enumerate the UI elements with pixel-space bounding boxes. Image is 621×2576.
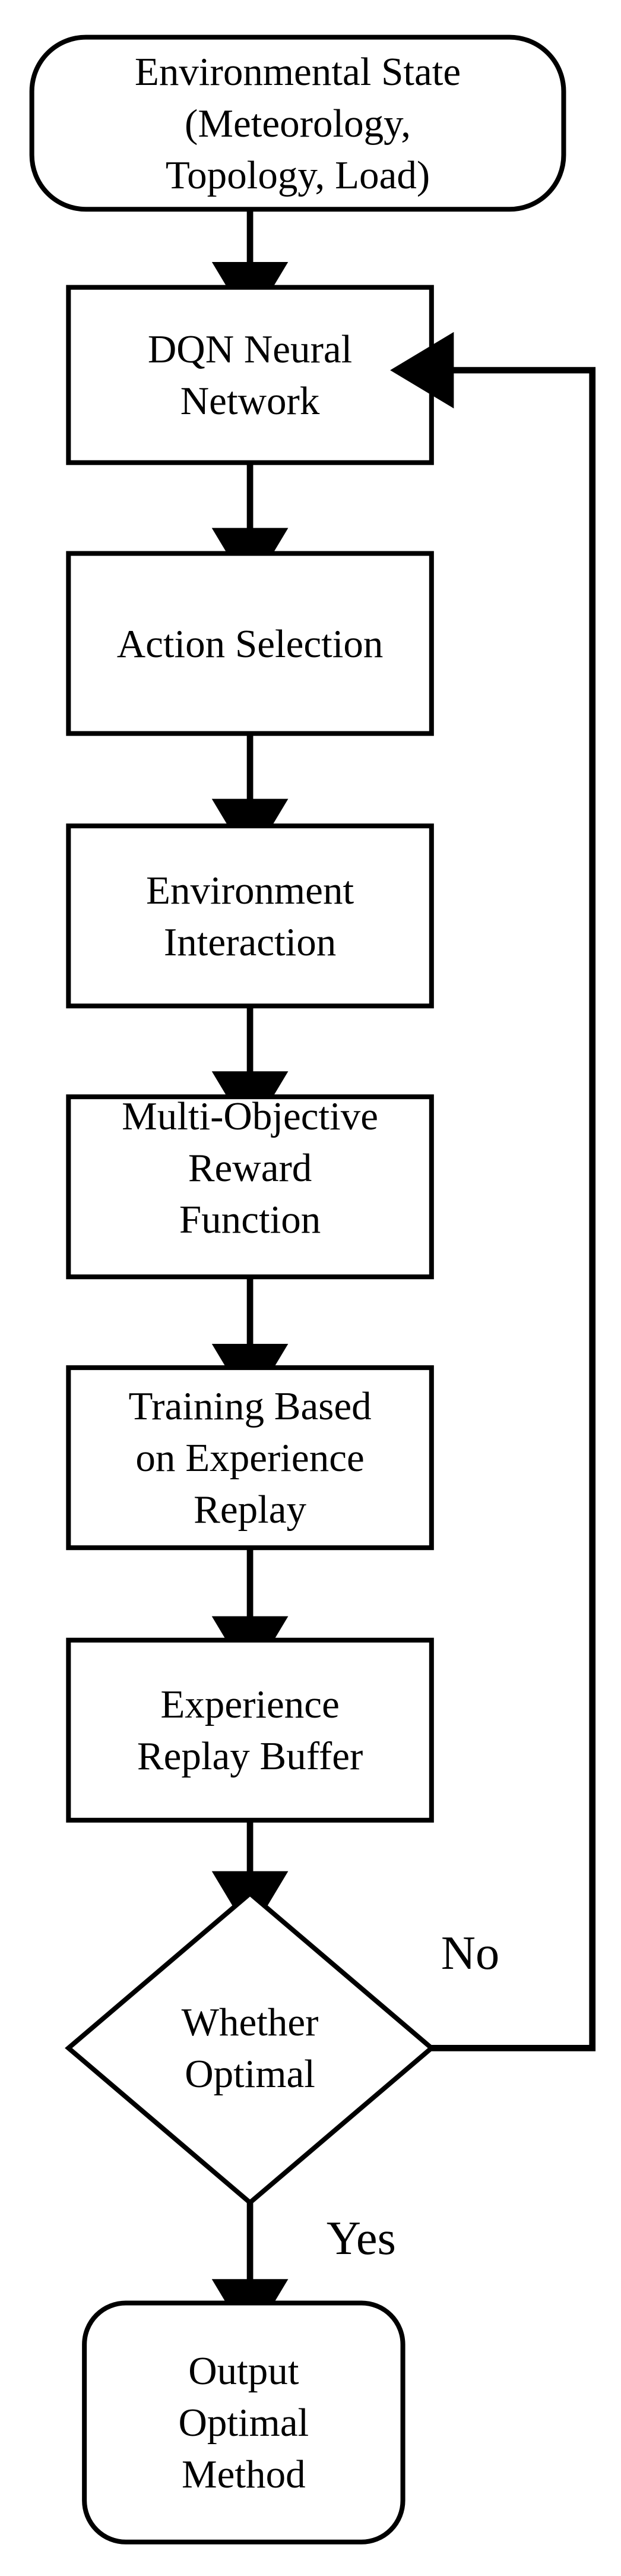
edge-no-feedback-loop <box>390 332 596 2051</box>
node-whether-optimal[interactable] <box>65 1890 436 2206</box>
node-training-experience-replay[interactable] <box>66 1365 434 1551</box>
edge-label-no: No <box>441 1926 500 1980</box>
node-output-optimal-method[interactable] <box>82 2300 405 2545</box>
node-action-selection[interactable] <box>66 551 434 736</box>
node-environment-interaction[interactable] <box>66 823 434 1009</box>
node-experience-replay-buffer[interactable] <box>66 1637 434 1823</box>
node-dqn-neural-network[interactable] <box>66 285 434 465</box>
node-environmental-state[interactable] <box>29 34 566 212</box>
node-multi-objective-reward-function[interactable] <box>66 1094 434 1280</box>
edge-label-yes: Yes <box>326 2211 396 2265</box>
